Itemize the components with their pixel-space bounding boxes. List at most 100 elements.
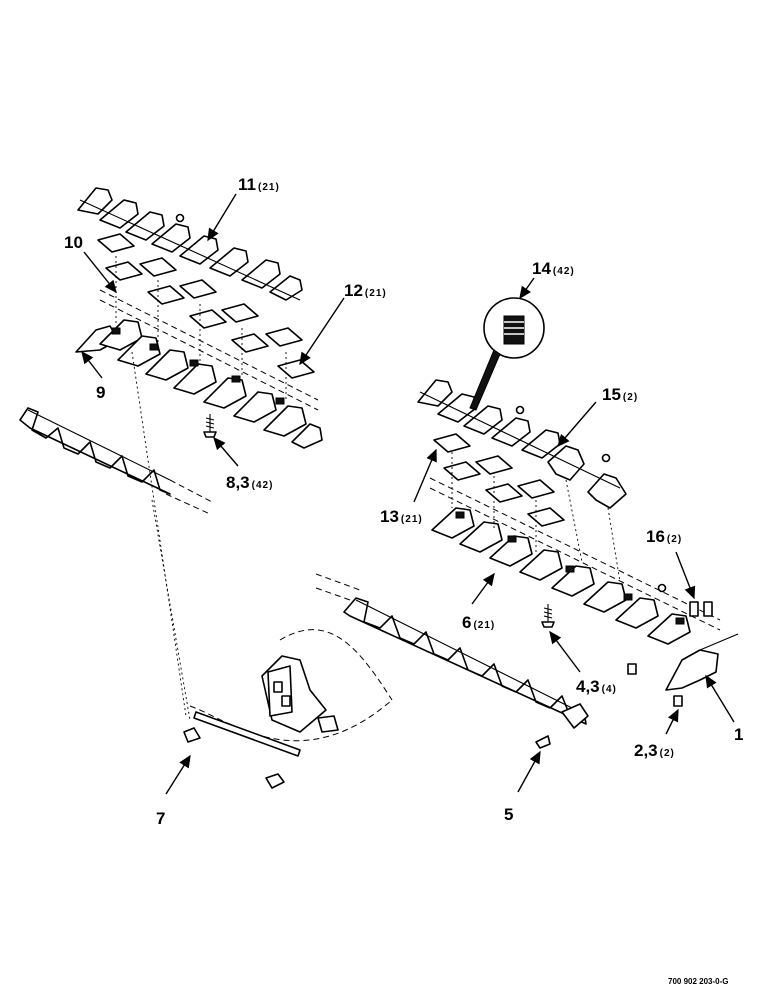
bolt: [673, 695, 683, 707]
leader-2-3: [665, 708, 679, 735]
head-outline: [279, 629, 393, 701]
upper-left-assembly: [75, 187, 323, 449]
figure-code: 700 902 203-0-G: [668, 977, 729, 986]
wear-plate: [139, 257, 177, 277]
callout-16: 16(2): [646, 527, 682, 546]
wear-plate: [527, 507, 565, 527]
knife-back-bar: [193, 711, 301, 757]
leader-8-3: [213, 436, 239, 467]
hold-down-clip: [269, 275, 303, 301]
hold-down-clip: [209, 247, 249, 277]
nut: [601, 453, 611, 463]
knife-extension: [315, 573, 361, 591]
leader-10: [83, 251, 117, 294]
leader-1: [705, 674, 735, 723]
leader-13: [413, 448, 437, 503]
guard: [431, 507, 475, 539]
knife-extension: [169, 479, 213, 503]
nut: [317, 715, 339, 733]
hold-down-clip: [151, 223, 191, 253]
nut: [657, 583, 667, 593]
nut: [175, 213, 185, 223]
callout-7: 7: [156, 809, 165, 828]
guard: [519, 549, 563, 581]
leader-12: [299, 297, 345, 366]
bolt: [689, 601, 699, 617]
alignment-line: [131, 351, 187, 717]
leader-5: [517, 750, 541, 793]
hold-down-clip: [417, 379, 453, 407]
wear-plate: [277, 359, 315, 379]
nut-threads: [504, 321, 524, 335]
bolt-head: [565, 565, 575, 573]
clip-bar-line: [79, 199, 301, 301]
carriage-bolt: [203, 414, 217, 438]
leader-9: [81, 350, 103, 379]
hold-down-clips-row: [77, 187, 303, 301]
bolt-head: [675, 617, 685, 625]
upper-right-assembly: [417, 379, 739, 707]
lock-nut: [503, 315, 525, 345]
bolt-head: [507, 535, 517, 543]
bolt-head: [149, 343, 159, 351]
left-sickle-section: [19, 407, 213, 515]
clip-bar-line: [419, 391, 621, 489]
guard: [263, 405, 307, 437]
wear-plate: [443, 461, 481, 481]
special-clip: [587, 473, 627, 509]
callout-2-3: 2,3(2): [634, 741, 675, 760]
knife-back: [27, 409, 171, 481]
wear-plate: [147, 285, 185, 305]
guard-bar-outline: [429, 477, 721, 621]
leader-15: [557, 401, 597, 448]
hold-down-clip: [99, 199, 139, 229]
guard: [99, 319, 143, 351]
guard: [173, 363, 217, 395]
callout-1: 1: [734, 725, 743, 744]
wear-plate: [231, 333, 269, 353]
bolt: [627, 663, 637, 675]
wear-plate: [433, 433, 471, 453]
hold-down-clip: [77, 187, 113, 215]
knife-extension: [165, 493, 211, 515]
wear-plate: [517, 479, 555, 499]
callout-13: 13(21): [380, 507, 423, 526]
callout-6: 6(21): [462, 613, 495, 632]
bolt-head: [275, 397, 285, 405]
wear-plate: [105, 261, 143, 281]
knife-head-bracket: [183, 629, 393, 789]
callout-14: 14(42): [532, 259, 575, 278]
guards-row: [75, 319, 323, 449]
wear-plates-row: [97, 233, 315, 379]
leader-11: [207, 193, 237, 242]
wear-plate: [265, 327, 303, 347]
callout-8-3: 8,3(42): [226, 473, 273, 492]
bolt-threads: [205, 417, 215, 429]
knife-extension: [315, 587, 351, 601]
leader-7: [165, 754, 191, 795]
bolt-head: [623, 593, 633, 601]
nut: [515, 405, 525, 415]
washer: [183, 727, 201, 743]
guard: [233, 391, 277, 423]
guard: [459, 521, 503, 553]
alignment-line: [151, 499, 191, 721]
end-guard: [665, 649, 719, 691]
hold-down-clip: [125, 211, 165, 241]
guard: [203, 377, 247, 409]
end-guard-tip: [699, 633, 739, 651]
leader-6: [471, 572, 495, 605]
wear-plate: [485, 483, 523, 503]
knife-sections: [19, 407, 171, 495]
bolt: [535, 735, 551, 749]
leader-14: [519, 277, 535, 300]
right-sickle-section: [315, 573, 589, 749]
special-clip: [547, 445, 585, 481]
alignment-line: [565, 479, 583, 563]
guard: [583, 581, 627, 613]
bolt: [703, 601, 713, 617]
alignment-line: [607, 507, 621, 583]
leader-4-3: [549, 630, 581, 673]
